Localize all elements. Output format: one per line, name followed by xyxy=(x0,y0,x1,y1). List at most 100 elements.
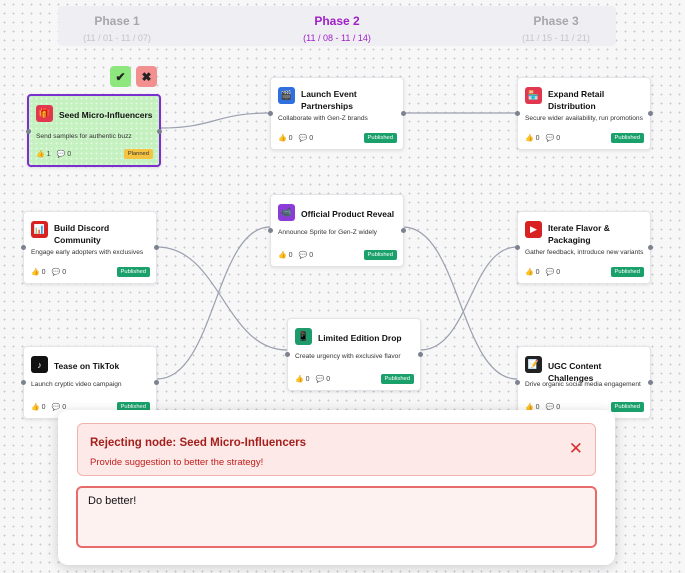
node-title: Build Discord Community xyxy=(54,223,110,245)
phase-range: (11 / 01 - 11 / 07) xyxy=(83,33,151,43)
like-button[interactable]: 👍 0 xyxy=(278,135,293,142)
edge-tiktok-to-reveal xyxy=(156,226,271,380)
clapperboard-icon: 🎬 xyxy=(278,87,295,104)
x-icon: ✖ xyxy=(141,69,152,84)
input-handle[interactable] xyxy=(515,245,520,250)
phone-icon: 📱 xyxy=(295,328,312,345)
input-handle[interactable] xyxy=(268,111,273,116)
comment-button[interactable]: 💬 0 xyxy=(298,135,314,142)
phase-title: Phase 2 xyxy=(314,14,360,28)
like-button[interactable]: 👍 0 xyxy=(525,404,540,411)
node-desc: Secure wider availability, run promotion… xyxy=(525,115,643,122)
phase-header xyxy=(58,6,616,46)
node-stats: 👍 0 💬 0 xyxy=(525,403,560,411)
output-handle[interactable] xyxy=(648,111,653,116)
node-title: Official Product Reveal xyxy=(301,209,395,219)
output-handle[interactable] xyxy=(401,228,406,233)
input-handle[interactable] xyxy=(21,380,26,385)
comment-button[interactable]: 💬 0 xyxy=(545,269,561,276)
reject-button[interactable]: ✖ xyxy=(136,66,157,87)
gift-icon: 🎁 xyxy=(36,105,53,122)
comment-button[interactable]: 💬 0 xyxy=(56,151,72,158)
node-tease-on-tiktok[interactable]: ♪ Tease on TikTok Launch cryptic video c… xyxy=(21,346,159,419)
comment-button[interactable]: 💬 0 xyxy=(545,135,561,142)
output-handle[interactable] xyxy=(648,245,653,250)
comment-button[interactable]: 💬 0 xyxy=(51,404,67,411)
status-badge: Published xyxy=(610,402,644,412)
status-badge: Published xyxy=(380,374,414,384)
input-handle[interactable] xyxy=(515,111,520,116)
input-handle[interactable] xyxy=(515,380,520,385)
reject-panel: Rejecting node: Seed Micro-Influencers P… xyxy=(58,410,615,565)
comment-button[interactable]: 💬 0 xyxy=(545,404,561,411)
node-seed-micro-influencers[interactable]: 🎁 Seed Micro-Influencers Send samples fo… xyxy=(26,94,162,167)
node-desc: Collaborate with Gen-Z brands xyxy=(278,115,368,122)
node-title: UGC Content Challenges xyxy=(548,361,602,383)
like-button[interactable]: 👍 0 xyxy=(295,376,310,383)
comment-count: 0 xyxy=(309,135,314,142)
node-stats: 👍 1 💬 0 xyxy=(36,150,71,158)
like-button[interactable]: 👍 0 xyxy=(31,269,46,276)
edge-influencers-to-partnerships xyxy=(159,112,271,129)
phase-title: Phase 3 xyxy=(533,14,579,28)
input-handle[interactable] xyxy=(21,245,26,250)
like-button[interactable]: 👍 0 xyxy=(31,404,46,411)
reject-subtitle: Provide suggestion to better the strateg… xyxy=(90,457,264,468)
status-badge: Published xyxy=(363,133,397,143)
node-desc: Create urgency with exclusive flavor xyxy=(295,353,401,360)
node-launch-event-partnerships[interactable]: 🎬 Launch Event Partnerships Collaborate … xyxy=(268,77,406,150)
node-limited-edition-drop[interactable]: 📱 Limited Edition Drop Create urgency wi… xyxy=(285,318,423,391)
node-desc: Engage early adopters with exclusives xyxy=(31,249,144,256)
like-count: 0 xyxy=(535,404,540,411)
close-icon[interactable]: ✕ xyxy=(568,439,583,458)
output-handle[interactable] xyxy=(154,380,159,385)
node-title: Limited Edition Drop xyxy=(318,333,402,343)
status-badge: Planned xyxy=(123,149,153,159)
phase-title: Phase 1 xyxy=(94,14,140,28)
node-expand-retail-distribution[interactable]: 🏪 Expand Retail Distribution Secure wide… xyxy=(515,77,653,150)
output-handle[interactable] xyxy=(401,111,406,116)
node-build-discord-community[interactable]: 📊 Build Discord Community Engage early a… xyxy=(21,211,159,284)
comment-button[interactable]: 💬 0 xyxy=(315,376,331,383)
video-icon: 📹 xyxy=(278,204,295,221)
output-handle[interactable] xyxy=(157,129,162,134)
like-button[interactable]: 👍 1 xyxy=(36,151,51,158)
status-badge: Published xyxy=(363,250,397,260)
node-desc: Launch cryptic video campaign xyxy=(31,381,122,388)
approve-button[interactable]: ✔ xyxy=(110,66,131,87)
reject-alert: Rejecting node: Seed Micro-Influencers P… xyxy=(77,423,596,476)
input-handle[interactable] xyxy=(285,352,290,357)
like-button[interactable]: 👍 0 xyxy=(278,252,293,259)
like-button[interactable]: 👍 0 xyxy=(525,135,540,142)
chart-icon: 📊 xyxy=(31,221,48,238)
like-count: 0 xyxy=(535,135,540,142)
suggestion-input[interactable]: Do better! xyxy=(76,486,597,548)
reject-title: Rejecting node: Seed Micro-Influencers xyxy=(90,437,306,449)
node-stats: 👍 0 💬 0 xyxy=(295,375,330,383)
comment-count: 0 xyxy=(556,269,561,276)
comment-count: 0 xyxy=(309,252,314,259)
input-handle[interactable] xyxy=(26,129,31,134)
node-title: Seed Micro-Influencers xyxy=(59,110,153,120)
phase-3-header: Phase 3 (11 / 15 - 11 / 21) xyxy=(486,14,626,43)
phase-range: (11 / 15 - 11 / 21) xyxy=(522,33,590,43)
node-official-product-reveal[interactable]: 📹 Official Product Reveal Announce Sprit… xyxy=(268,194,406,267)
store-icon: 🏪 xyxy=(525,87,542,104)
comment-button[interactable]: 💬 0 xyxy=(298,252,314,259)
comment-count: 0 xyxy=(556,404,561,411)
play-icon: ▶ xyxy=(525,221,542,238)
output-handle[interactable] xyxy=(418,352,423,357)
like-button[interactable]: 👍 0 xyxy=(525,269,540,276)
input-handle[interactable] xyxy=(268,228,273,233)
like-count: 0 xyxy=(41,269,46,276)
node-desc: Send samples for authentic buzz xyxy=(36,133,132,140)
output-handle[interactable] xyxy=(648,380,653,385)
comment-button[interactable]: 💬 0 xyxy=(51,269,67,276)
phase-range: (11 / 08 - 11 / 14) xyxy=(303,33,371,43)
status-badge: Published xyxy=(610,267,644,277)
output-handle[interactable] xyxy=(154,245,159,250)
node-desc: Drive organic social media engagement xyxy=(525,381,641,388)
node-iterate-flavor-packaging[interactable]: ▶ Iterate Flavor & Packaging Gather feed… xyxy=(515,211,653,284)
node-ugc-content-challenges[interactable]: 📝 UGC Content Challenges Drive organic s… xyxy=(515,346,653,419)
status-badge: Published xyxy=(116,402,150,412)
